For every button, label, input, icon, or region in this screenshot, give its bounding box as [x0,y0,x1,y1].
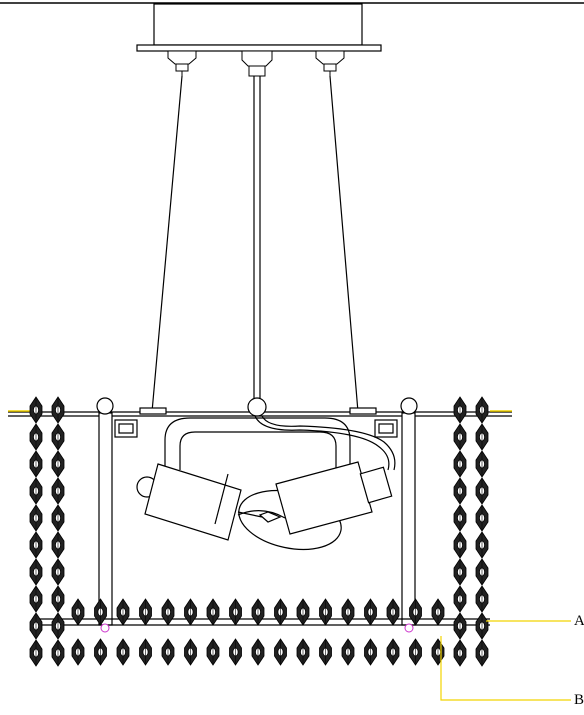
ceiling-canopy [136,3,382,52]
crystal-drop [206,598,220,626]
crystal-drop [51,612,65,640]
frame-posts [96,397,418,626]
crystal-drop [51,558,65,586]
crystal-drop [475,639,489,667]
lamp-assembly [136,461,393,551]
callout-leaders [440,620,571,701]
crystal-drop [229,638,242,666]
crystal-drop [386,598,400,626]
crystal-drop [453,450,467,478]
crystal-drop [453,477,467,505]
crystal-drop [341,598,355,626]
crystal-drop [29,396,43,424]
crystal-drop [364,598,377,626]
crystal-drop [51,396,65,424]
crystal-drop [431,598,445,626]
crystal-drop [386,638,400,666]
crystal-drop [475,477,489,505]
suspension-rods [151,75,359,413]
crystal-drop [51,531,65,559]
corner-bead [404,623,414,633]
crystal-drop [475,585,489,613]
crystal-drop [29,423,43,451]
crystal-drop [139,598,152,626]
crystal-drop [184,638,197,666]
crystal-drop [319,638,332,666]
crystal-drop [229,598,242,626]
crystal-drop [51,450,65,478]
crystal-drop [71,598,85,626]
lamp-bracket [164,415,396,471]
crystal-drop [29,450,43,478]
crystal-drop [475,612,489,640]
crystal-drop [29,504,43,532]
crystal-drop [319,598,332,626]
crystal-drop [453,504,467,532]
crystal-drop [364,638,377,666]
crystal-drop [453,531,467,559]
crystal-drop [94,598,107,626]
crystal-drop [341,638,355,666]
crystal-drop [453,612,467,640]
crystal-drop [409,598,422,626]
crystal-drop [475,504,489,532]
callout-leader-b [440,636,571,701]
crystal-drop [453,639,467,667]
crystal-drop [475,450,489,478]
crystal-drop [29,639,43,667]
crystal-drop [116,598,130,626]
crystal-drop [453,423,467,451]
crystal-strands [29,396,489,667]
callout-label-b: B [574,692,584,708]
crystal-drop [251,598,265,626]
crystal-drop [409,638,422,666]
crystal-drop [29,531,43,559]
crystal-drop [29,558,43,586]
corner-bead [100,623,110,633]
crystal-drop [453,585,467,613]
crystal-drop [51,504,65,532]
crystal-drop [51,477,65,505]
crystal-drop [29,612,43,640]
crystal-drop [274,638,287,666]
crystal-drop [139,638,152,666]
crystal-drop [431,638,445,666]
crystal-drop [453,396,467,424]
crystal-drop [206,638,220,666]
crystal-drop [274,598,287,626]
crystal-drop [51,639,65,667]
crystal-drop [116,638,130,666]
crystal-drop [161,638,175,666]
crystal-drop [94,638,107,666]
crystal-drop [475,558,489,586]
crystal-drop [475,396,489,424]
crystal-drop [29,477,43,505]
crystal-drop [296,598,310,626]
crystal-drop [251,638,265,666]
crystal-drop [161,598,175,626]
crystal-drop [475,531,489,559]
crystal-drop [296,638,310,666]
crystal-drop [453,558,467,586]
suspension-fittings [167,50,345,77]
crystal-drop [475,423,489,451]
crystal-drop [184,598,197,626]
crystal-drop [71,638,85,666]
crystal-drop [29,585,43,613]
callout-label-a: A [574,613,584,629]
crystal-drop [51,423,65,451]
crystal-drop [51,585,65,613]
